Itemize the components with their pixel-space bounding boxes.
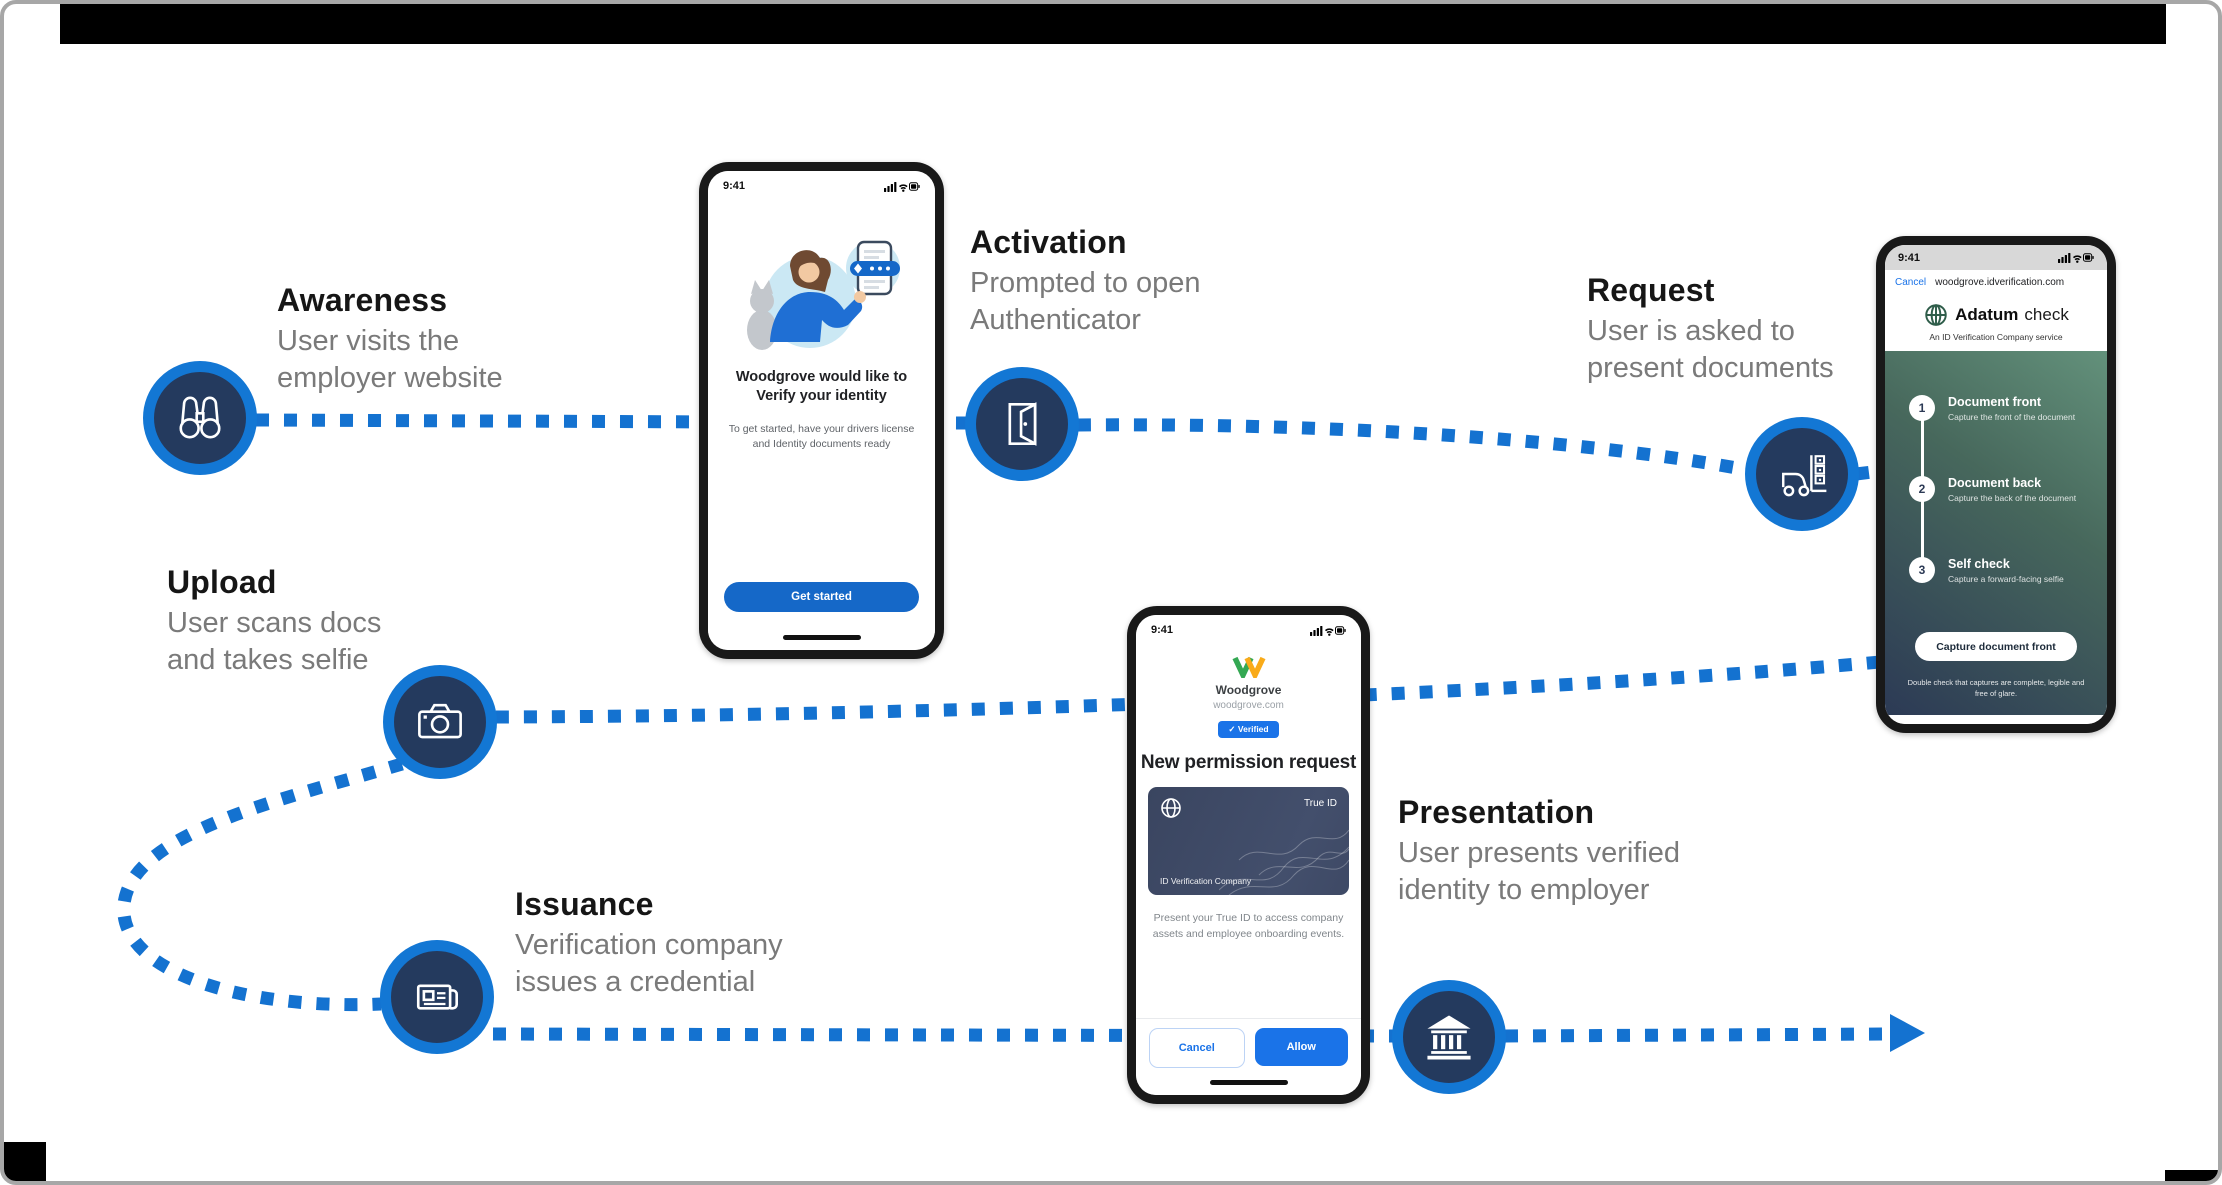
stage-node-awareness [143,361,257,475]
home-indicator [1209,1080,1288,1085]
true-id-card: True ID ID Verification Company [1148,787,1349,895]
phone-authenticator-screen: 9:41 [708,171,935,650]
adatum-globe-icon [1925,304,1947,326]
verified-badge: ✓ Verified [1218,721,1279,738]
browser-nav-bar: Cancel woodgrove.idverification.com [1885,270,2107,295]
status-bar: 9:41 [1136,615,1361,636]
forklift-icon [1782,455,1827,497]
verify-heading: Woodgrove would like to Verify your iden… [735,369,908,404]
door-open-icon [1008,402,1037,446]
status-icons [884,181,920,192]
woodgrove-brand-label: Woodgrove [1215,683,1282,697]
stage-title-upload: Upload [167,564,277,600]
phone-id-check-screen: 9:41 Cancel woodgrove.idverification.com [1885,245,2107,724]
step-number: 2 [1909,476,1935,502]
flow-arrowhead [1890,1014,1925,1052]
stage-node-issuance [380,940,494,1054]
card-name: True ID [1304,798,1337,809]
phone-permission-request: 9:41 Woodgrove woodgrove.com ✓ Verified [1127,606,1370,1104]
stage-desc-issuance: Verification company issues a credential [515,929,783,998]
step-self-check: 3 Self check Capture a forward-facing se… [1909,557,2064,584]
step-document-front: 1 Document front Capture the front of th… [1909,395,2075,422]
nav-url: woodgrove.idverification.com [1935,277,2065,288]
globe-icon [1161,798,1181,818]
status-icons [2058,253,2094,263]
stage-node-request [1745,417,1859,531]
phone-permission-screen: 9:41 Woodgrove woodgrove.com ✓ Verified [1136,615,1361,1095]
stage-title-request: Request [1587,272,1715,308]
step-subtitle: Capture the back of the document [1948,493,2077,503]
divider [1136,1018,1361,1019]
woodgrove-domain: woodgrove.com [1213,700,1284,711]
verified-badge-label: Verified [1237,724,1269,734]
stage-node-upload [383,665,497,779]
stage-desc-presentation: User presents verified identity to emplo… [1398,837,1681,906]
stage-desc-activation: Prompted to open Authenticator [970,267,1201,336]
stage-desc-upload: User scans docs and takes selfie [167,607,382,676]
status-bar: 9:41 [708,171,935,192]
stage-issuance: Issuance Verification company issues a c… [515,886,825,1000]
capture-footnote: Double check that captures are complete,… [1907,677,2085,698]
verify-body: To get started, have your drivers licens… [728,422,915,450]
step-title: Self check [1948,557,2010,571]
home-indicator [782,635,861,640]
binoculars-icon [179,396,221,439]
allow-button[interactable]: Allow [1254,1028,1348,1066]
status-time: 9:41 [723,180,746,192]
stage-title-activation: Activation [970,224,1127,260]
status-bar: 9:41 [1885,245,2107,270]
step-subtitle: Capture the front of the document [1948,412,2076,422]
top-black-bar [60,4,2166,44]
get-started-button[interactable]: Get started [724,582,919,612]
verified-badge-wrap: ✓ Verified [1136,719,1361,738]
camera-icon [418,703,462,739]
newspaper-icon [416,984,458,1010]
status-icons [1310,625,1346,636]
bottom-left-black-mark [4,1142,46,1181]
step-title: Document back [1948,476,2042,490]
woodgrove-logo-icon [1232,656,1265,678]
adatum-brand-row: Adatum check [1885,295,2107,328]
permission-body: Present your True ID to access company a… [1152,912,1345,940]
stage-title-issuance: Issuance [515,886,654,922]
status-time: 9:41 [1898,251,1921,264]
adatum-tagline: An ID Verification Company service [1885,328,2107,351]
capture-document-front-button[interactable]: Capture document front [1915,632,2077,661]
stage-node-presentation [1392,980,1506,1094]
step-number: 1 [1909,395,1935,421]
phone-illustration [746,240,900,350]
permission-heading: New permission request [1140,752,1357,773]
cancel-button[interactable]: Cancel [1149,1028,1245,1068]
step-number: 3 [1909,557,1935,583]
adatum-brand-suffix: check [2024,305,2069,324]
step-document-back: 2 Document back Capture the back of the … [1909,476,2076,503]
bottom-right-black-mark [2165,1170,2218,1181]
stage-upload: Upload User scans docs and takes selfie [167,564,402,678]
stage-title-awareness: Awareness [277,282,448,318]
phone-authenticator: 9:41 [699,162,944,659]
status-time: 9:41 [1151,624,1174,636]
stage-request: Request User is asked to present documen… [1587,272,1857,386]
card-issuer: ID Verification Company [1160,876,1252,886]
permission-actions: Cancel Allow [1149,1028,1348,1068]
stage-node-activation [965,367,1079,481]
card-topo-texture [1219,829,1349,895]
stage-awareness: Awareness User visits the employer websi… [277,282,532,396]
bank-icon [1427,1015,1471,1060]
step-title: Document front [1948,395,2042,409]
stage-activation: Activation Prompted to open Authenticato… [970,224,1235,338]
nav-cancel-button[interactable]: Cancel [1895,277,1927,288]
adatum-brand: Adatum [1955,305,2019,324]
phone-id-check: 9:41 Cancel woodgrove.idverification.com [1876,236,2116,733]
stage-desc-awareness: User visits the employer website [277,325,503,394]
id-check-body: 1 Document front Capture the front of th… [1885,351,2107,715]
check-icon: ✓ [1228,724,1236,734]
stage-presentation: Presentation User presents verified iden… [1398,794,1698,908]
stage-desc-request: User is asked to present documents [1587,315,1834,384]
step-subtitle: Capture a forward-facing selfie [1948,574,2064,584]
stage-title-presentation: Presentation [1398,794,1595,830]
